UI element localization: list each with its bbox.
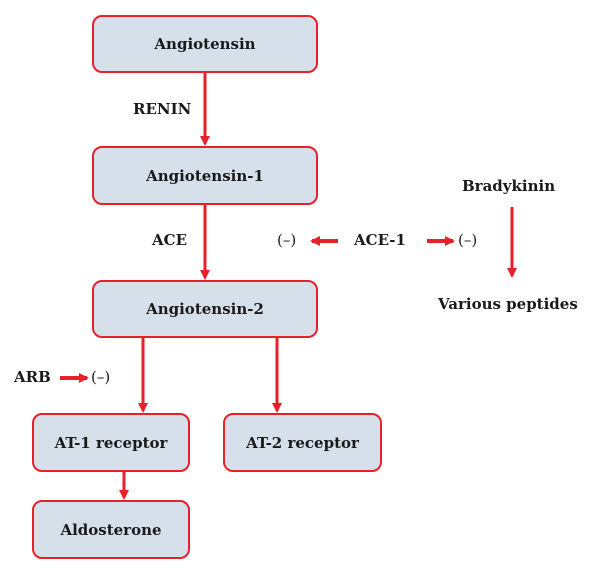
node-angiotensin: Angiotensin	[92, 15, 318, 73]
label-inhibit-arb: (–)	[91, 368, 111, 386]
node-at2-receptor: AT-2 receptor	[223, 413, 382, 472]
node-angiotensin-1: Angiotensin-1	[92, 146, 318, 205]
label-arb: ARB	[14, 368, 51, 386]
label-inhibit-right: (–)	[458, 231, 478, 249]
label-renin: RENIN	[133, 100, 192, 118]
label-ace: ACE	[152, 231, 188, 249]
label-inhibit-left: (–)	[277, 231, 297, 249]
label-bradykinin: Bradykinin	[462, 177, 556, 195]
node-aldosterone: Aldosterone	[32, 500, 190, 559]
node-angiotensin-2: Angiotensin-2	[92, 280, 318, 338]
node-at1-receptor: AT-1 receptor	[32, 413, 190, 472]
label-ace1: ACE-1	[354, 231, 406, 249]
label-various-peptides: Various peptides	[438, 295, 578, 313]
